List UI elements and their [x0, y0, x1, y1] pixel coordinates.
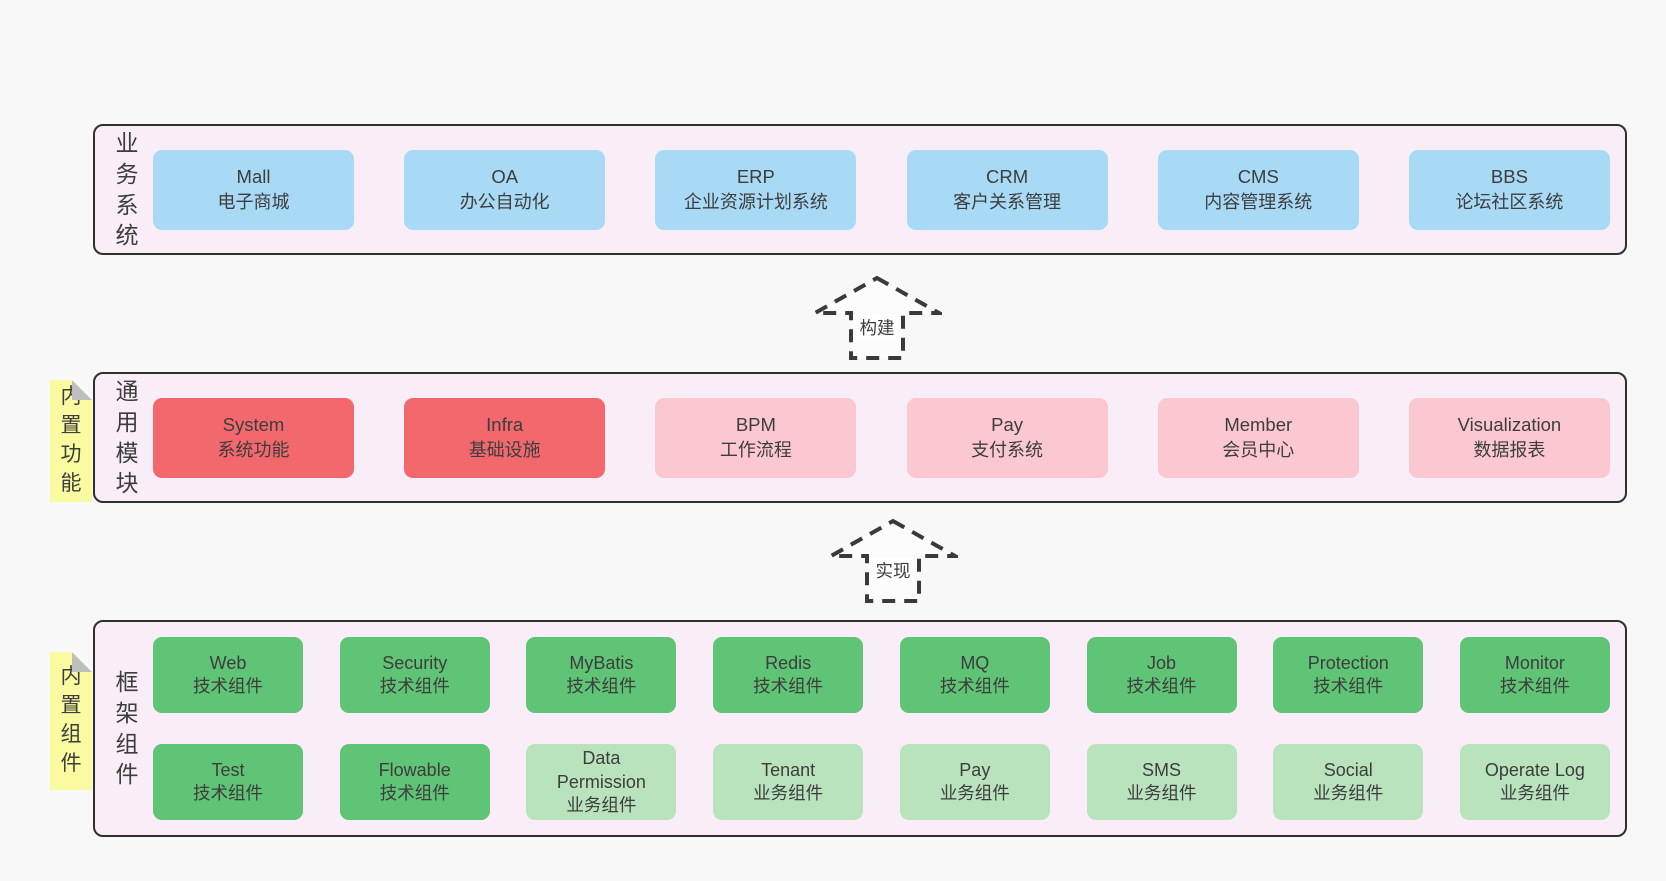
- arrow-implement: 实现: [828, 518, 958, 604]
- folded-corner-icon: [72, 652, 92, 672]
- sticky-note-builtin-features: 内 置 功 能: [50, 380, 92, 502]
- box-visualization: Visualization 数据报表: [1408, 397, 1610, 478]
- box-bpm: BPM 工作流程: [655, 397, 857, 478]
- box-member: Member 会员中心: [1157, 397, 1359, 478]
- sticky-note-label: 内 置 功 能: [60, 385, 82, 495]
- box-infra: Infra 基础设施: [404, 397, 606, 478]
- layer-framework-components: 框 架 组 件 Web 技术组件 Security 技术组件 MyBatis 技…: [93, 620, 1627, 837]
- layer-business-systems: 业 务 系 统 Mall 电子商城 OA 办公自动化 ERP 企业资源计划系统 …: [93, 124, 1627, 255]
- folded-corner-icon: [72, 380, 92, 400]
- layer-title: 业 务 系 统: [115, 130, 139, 249]
- box-bbs: BBS 论坛社区系统: [1408, 149, 1610, 230]
- sticky-note-label: 内 置 组 件: [60, 665, 82, 775]
- box-system: System 系统功能: [153, 397, 354, 478]
- box-cms: CMS 内容管理系统: [1157, 149, 1359, 230]
- box-monitor: Monitor 技术组件: [1459, 637, 1610, 713]
- box-grid: Web 技术组件 Security 技术组件 MyBatis 技术组件 Redi…: [145, 637, 1625, 820]
- box-tenant: Tenant 业务组件: [713, 744, 864, 820]
- box-job: Job 技术组件: [1086, 637, 1237, 713]
- box-mall: Mall 电子商城: [153, 149, 354, 230]
- box-web: Web 技术组件: [153, 637, 303, 713]
- box-oa: OA 办公自动化: [404, 149, 606, 230]
- box-security: Security 技术组件: [339, 637, 490, 713]
- box-flowable: Flowable 技术组件: [339, 744, 490, 820]
- box-crm: CRM 客户关系管理: [906, 149, 1108, 230]
- box-social: Social 业务组件: [1273, 744, 1424, 820]
- layer-common-modules: 通 用 模 块 System 系统功能 Infra 基础设施 BPM 工作流程 …: [93, 372, 1627, 503]
- box-data-permission: Data Permission 业务组件: [526, 744, 677, 820]
- arrow-label: 构建: [856, 315, 898, 340]
- box-row: System 系统功能 Infra 基础设施 BPM 工作流程 Pay 支付系统…: [145, 397, 1625, 478]
- arrow-label: 实现: [872, 558, 914, 583]
- box-test: Test 技术组件: [153, 744, 303, 820]
- arrow-build: 构建: [812, 275, 942, 361]
- box-pay-component: Pay 业务组件: [899, 744, 1050, 820]
- box-row: Web 技术组件 Security 技术组件 MyBatis 技术组件 Redi…: [153, 637, 1610, 713]
- box-mq: MQ 技术组件: [899, 637, 1050, 713]
- box-row: Mall 电子商城 OA 办公自动化 ERP 企业资源计划系统 CRM 客户关系…: [145, 149, 1625, 230]
- layer-title: 框 架 组 件: [115, 669, 139, 788]
- box-protection: Protection 技术组件: [1273, 637, 1424, 713]
- box-sms: SMS 业务组件: [1086, 744, 1237, 820]
- box-mybatis: MyBatis 技术组件: [526, 637, 677, 713]
- box-pay: Pay 支付系统: [906, 397, 1108, 478]
- box-row: Test 技术组件 Flowable 技术组件 Data Permission …: [153, 744, 1610, 820]
- box-operate-log: Operate Log 业务组件: [1459, 744, 1610, 820]
- sticky-note-builtin-components: 内 置 组 件: [50, 652, 92, 790]
- box-erp: ERP 企业资源计划系统: [655, 149, 857, 230]
- layer-title: 通 用 模 块: [115, 378, 139, 497]
- box-redis: Redis 技术组件: [713, 637, 864, 713]
